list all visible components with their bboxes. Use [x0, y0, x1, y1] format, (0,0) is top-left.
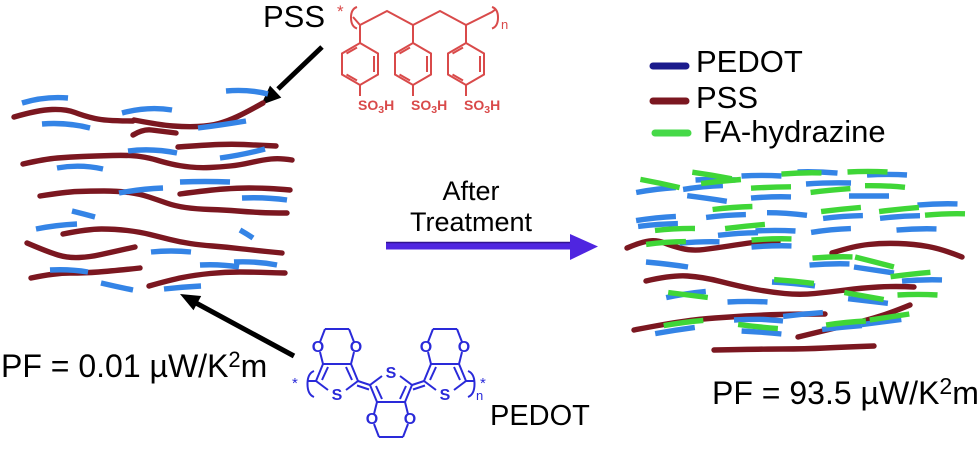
svg-text:O: O — [366, 411, 378, 428]
svg-text:PEDOT: PEDOT — [696, 44, 803, 79]
svg-text:S: S — [440, 387, 451, 404]
svg-text:PF = 93.5 µW/K2m: PF = 93.5 µW/K2m — [712, 373, 979, 411]
svg-text:*: * — [480, 375, 486, 392]
svg-text:n: n — [501, 17, 508, 32]
svg-text:O: O — [312, 339, 324, 356]
svg-text:SO3H: SO3H — [411, 97, 447, 116]
svg-text:O: O — [404, 411, 416, 428]
svg-text:SO3H: SO3H — [358, 97, 394, 116]
svg-text:*: * — [292, 375, 298, 392]
svg-text:S: S — [386, 365, 397, 382]
svg-text:O: O — [350, 339, 362, 356]
svg-text:n: n — [476, 388, 483, 403]
svg-text:PEDOT: PEDOT — [490, 400, 590, 432]
svg-text:O: O — [458, 339, 470, 356]
svg-text:PSS: PSS — [263, 0, 325, 34]
svg-text:SO3H: SO3H — [464, 97, 500, 116]
svg-text:PF = 0.01 µW/K2m: PF = 0.01 µW/K2m — [1, 347, 267, 384]
svg-text:O: O — [420, 339, 432, 356]
svg-text:FA-hydrazine: FA-hydrazine — [703, 114, 886, 149]
svg-text:Treatment: Treatment — [410, 207, 533, 237]
svg-text:After: After — [442, 176, 499, 206]
svg-text:*: * — [337, 2, 344, 21]
svg-text:S: S — [332, 387, 343, 404]
svg-text:PSS: PSS — [696, 80, 758, 115]
